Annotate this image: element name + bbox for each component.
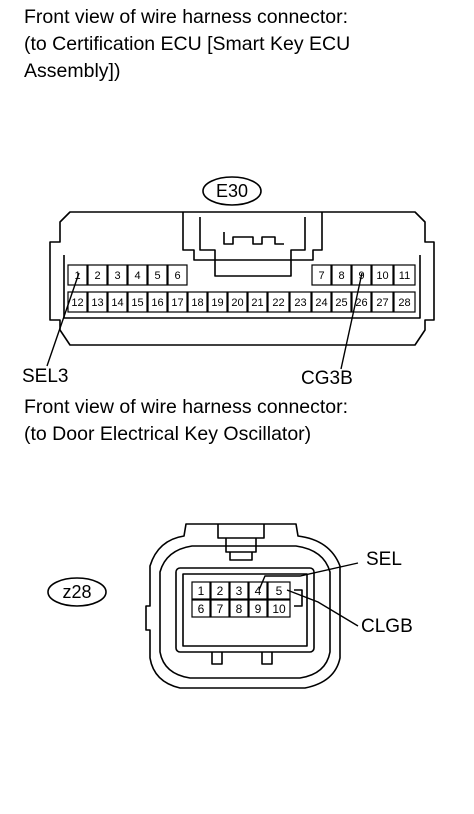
z28-code-ellipse (47, 577, 107, 607)
e30-pin-7: 7 (318, 270, 324, 282)
z28-pin-7: 7 (217, 602, 224, 616)
cg3b-leader-line (340, 272, 363, 370)
z28-pin-cell (267, 599, 291, 618)
e30-code-ellipse (202, 176, 262, 206)
e30-pin-cell (167, 291, 188, 313)
e30-pin-cell (67, 264, 88, 286)
e30-pin-cell (311, 264, 332, 286)
e30-pin-cell (393, 291, 416, 313)
e30-pin-cell (67, 291, 88, 313)
e30-pin-cell (311, 291, 332, 313)
e30-code: E30 (216, 181, 248, 201)
e30-caption-line-1: Front view of wire harness connector: (24, 6, 349, 28)
e30-pin-21: 21 (251, 297, 263, 309)
e30-pin-cell (87, 264, 108, 286)
z28-caption: Front view of wire harness connector: (t… (24, 394, 348, 448)
e30-pin-cell (187, 291, 208, 313)
e30-pin-22: 22 (272, 297, 284, 309)
z28-pin-2: 2 (217, 584, 224, 598)
z28-pin-9: 9 (255, 602, 262, 616)
e30-pin-16: 16 (151, 297, 163, 309)
e30-pin-cell (227, 291, 248, 313)
z28-caption-line-2: (to Door Electrical Key Oscillator) (24, 423, 312, 445)
e30-pin-4: 4 (134, 270, 140, 282)
e30-caption-line-2: (to Certification ECU [Smart Key ECU (24, 33, 351, 55)
e30-pin-cell (371, 291, 394, 313)
e30-pin-15: 15 (131, 297, 143, 309)
z28-code: z28 (62, 582, 91, 602)
e30-pin-cell (107, 264, 128, 286)
z28-pin-cell (191, 599, 211, 618)
e30-pin-5: 5 (154, 270, 160, 282)
e30-pin-10: 10 (376, 270, 388, 282)
cg3b-label: CG3B (301, 368, 353, 389)
z28-caption-line-1: Front view of wire harness connector: (24, 396, 349, 418)
e30-bottom-row (67, 291, 416, 313)
e30-pin-cell (167, 264, 188, 286)
z28-pin-cell (210, 581, 230, 600)
e30-pin-14: 14 (111, 297, 123, 309)
e30-pin-17: 17 (171, 297, 183, 309)
sel3-leader-line (46, 272, 80, 367)
e30-pin-cell (207, 291, 228, 313)
e30-pin-cell (127, 264, 148, 286)
z28-pin-cell (229, 581, 249, 600)
e30-pin-cell (127, 291, 148, 313)
e30-pin-23: 23 (294, 297, 306, 309)
e30-pin-25: 25 (335, 297, 347, 309)
z28-pin-4: 4 (255, 584, 262, 598)
z28-connector-body (145, 523, 341, 689)
e30-caption-line-3: Assembly]) (24, 60, 121, 82)
z28-pin-10: 10 (272, 602, 286, 616)
z28-pin-6: 6 (198, 602, 205, 616)
z28-pin-grid (191, 581, 291, 618)
e30-pin-2: 2 (94, 270, 100, 282)
e30-caption: Front view of wire harness connector: (t… (24, 4, 350, 85)
z28-pin-cell (210, 599, 230, 618)
e30-connector-body (49, 211, 435, 346)
e30-pin-24: 24 (315, 297, 327, 309)
e30-pin-cell (87, 291, 108, 313)
sel3-label: SEL3 (22, 366, 69, 387)
e30-pin-cell (147, 264, 168, 286)
e30-pin-27: 27 (376, 297, 388, 309)
e30-pin-12: 12 (71, 297, 83, 309)
sel-label: SEL (366, 549, 402, 570)
e30-pin-cell (393, 264, 416, 286)
e30-pin-20: 20 (231, 297, 243, 309)
e30-pin-cell (371, 264, 394, 286)
e30-pin-13: 13 (91, 297, 103, 309)
e30-pin-26: 26 (355, 297, 367, 309)
e30-pin-cell (107, 291, 128, 313)
sel-leader-line (258, 562, 359, 591)
z28-pin-cell (248, 599, 268, 618)
e30-pin-cell (331, 264, 352, 286)
clgb-leader-line (286, 589, 359, 627)
e30-pin-3: 3 (114, 270, 120, 282)
z28-pin-5: 5 (276, 584, 283, 598)
e30-pin-cell (289, 291, 312, 313)
e30-pin-11: 11 (399, 270, 410, 282)
e30-pin-6: 6 (174, 270, 180, 282)
z28-pin-3: 3 (236, 584, 243, 598)
e30-pin-18: 18 (191, 297, 203, 309)
e30-pin-8: 8 (338, 270, 344, 282)
z28-pin-cell (191, 581, 211, 600)
z28-pin-8: 8 (236, 602, 243, 616)
e30-pin-cell (331, 291, 352, 313)
e30-pin-cell (267, 291, 290, 313)
z28-pin-cell (229, 599, 249, 618)
e30-pin-cell (247, 291, 268, 313)
clgb-label: CLGB (361, 616, 413, 637)
e30-pin-19: 19 (211, 297, 223, 309)
e30-pin-28: 28 (398, 297, 410, 309)
z28-pin-1: 1 (198, 584, 205, 598)
e30-pin-cell (147, 291, 168, 313)
z28-pin-cell (248, 581, 268, 600)
